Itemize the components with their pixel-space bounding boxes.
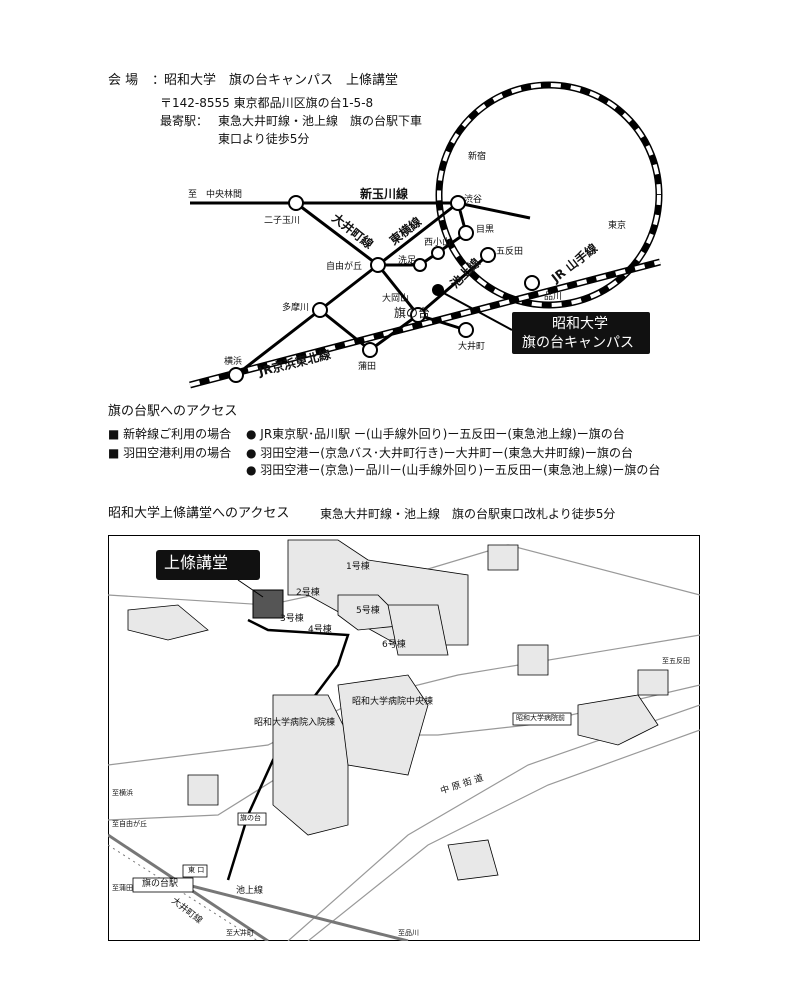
station-yokohama: 横浜 <box>224 357 243 367</box>
to-oimachi: 至大井町 <box>226 929 254 937</box>
to-chuorinkan-label: 至 中央林間 <box>188 190 243 200</box>
building-3: 3号棟 <box>280 614 304 624</box>
inpatient-building: 昭和大学病院入院棟 <box>254 718 336 728</box>
access-shinkansen-route: ● JR東京駅･品川駅 ー(山手線外回り)ー五反田ー(東急池上線)ー旗の台 <box>246 427 625 441</box>
shin-tamagawa-line-label: 新玉川線 <box>360 187 409 201</box>
station-tamagawa: 多摩川 <box>282 303 310 313</box>
station-shinjuku: 新宿 <box>468 152 487 162</box>
venue-name: 昭和大学 旗の台キャンパス 上條講堂 <box>164 73 399 88</box>
access-hatanodai-heading: 旗の台駅へのアクセス <box>108 404 238 419</box>
bus-stop: 昭和大学病院前 <box>516 714 565 722</box>
to-kamata: 至蒲田 <box>112 884 133 892</box>
station-oimachi: 大井町 <box>458 342 486 352</box>
station-jiyugaoka: 自由が丘 <box>326 262 363 272</box>
station-futakotamagawa: 二子玉川 <box>264 216 301 226</box>
hatanodai-sign: 旗の台 <box>240 814 261 822</box>
station-shinagawa: 品川 <box>544 292 563 302</box>
building-4: 4号棟 <box>308 625 332 635</box>
station-gotanda: 五反田 <box>496 247 524 257</box>
access-haneda-route-2: ● 羽田空港ー(京急)ー品川ー(山手線外回り)ー五反田ー(東急池上線)ー旗の台 <box>246 463 661 477</box>
access-hall-heading: 昭和大学上條講堂へのアクセス <box>108 506 290 521</box>
station-hatanodai: 旗の台 <box>394 306 431 320</box>
station-meguro: 目黒 <box>476 225 495 235</box>
east-exit: 東 口 <box>188 866 205 874</box>
route-map <box>189 81 663 389</box>
ikegami-line: 池上線 <box>236 886 264 896</box>
access-haneda-label: ■ 羽田空港利用の場合 <box>108 446 232 460</box>
station-kamata: 蒲田 <box>358 362 377 372</box>
access-hall-detail: 東急大井町線・池上線 旗の台駅東口改札より徒歩5分 <box>320 507 616 521</box>
central-building: 昭和大学病院中央棟 <box>352 697 434 707</box>
nearest-station-label: 最寄駅： <box>160 114 209 128</box>
nearest-station-line: 東急大井町線・池上線 旗の台駅下車 <box>218 114 423 128</box>
station-nishikoyama: 西小山 <box>424 238 452 248</box>
access-shinkansen-label: ■ 新幹線ご利用の場合 <box>108 427 232 441</box>
hall-callout: 上條講堂 <box>164 553 229 572</box>
to-shinagawa: 至品川 <box>398 929 419 937</box>
hatanodai-station: 旗の台駅 <box>142 879 179 889</box>
to-gotanda: 至五反田 <box>662 657 690 665</box>
access-haneda-route-1: ● 羽田空港ー(京急バス･大井町行き)ー大井町ー(東急大井町線)ー旗の台 <box>246 446 634 460</box>
building-2: 2号棟 <box>296 588 320 598</box>
station-shibuya: 渋谷 <box>464 195 483 205</box>
station-tokyo: 東京 <box>608 221 627 231</box>
to-jiyugaoka: 至自由が丘 <box>112 820 147 828</box>
building-1: 1号棟 <box>346 562 370 572</box>
to-yokohama: 至横浜 <box>112 789 133 797</box>
venue-address: 〒142-8555 東京都品川区旗の台1-5-8 <box>160 96 374 110</box>
campus-callout-line2: 旗の台キャンパス <box>522 335 634 351</box>
campus-callout-line1: 昭和大学 <box>552 316 608 332</box>
station-senzoku: 洗足 <box>398 256 417 266</box>
venue-colon: ： <box>152 73 166 88</box>
venue-label: 会 場 <box>108 73 139 88</box>
nearest-station-walk: 東口より徒歩5分 <box>218 132 310 146</box>
campus-map <box>108 535 700 941</box>
building-6: 6号棟 <box>382 640 406 650</box>
building-5: 5号棟 <box>356 606 380 616</box>
station-ookayama: 大岡山 <box>382 294 410 304</box>
